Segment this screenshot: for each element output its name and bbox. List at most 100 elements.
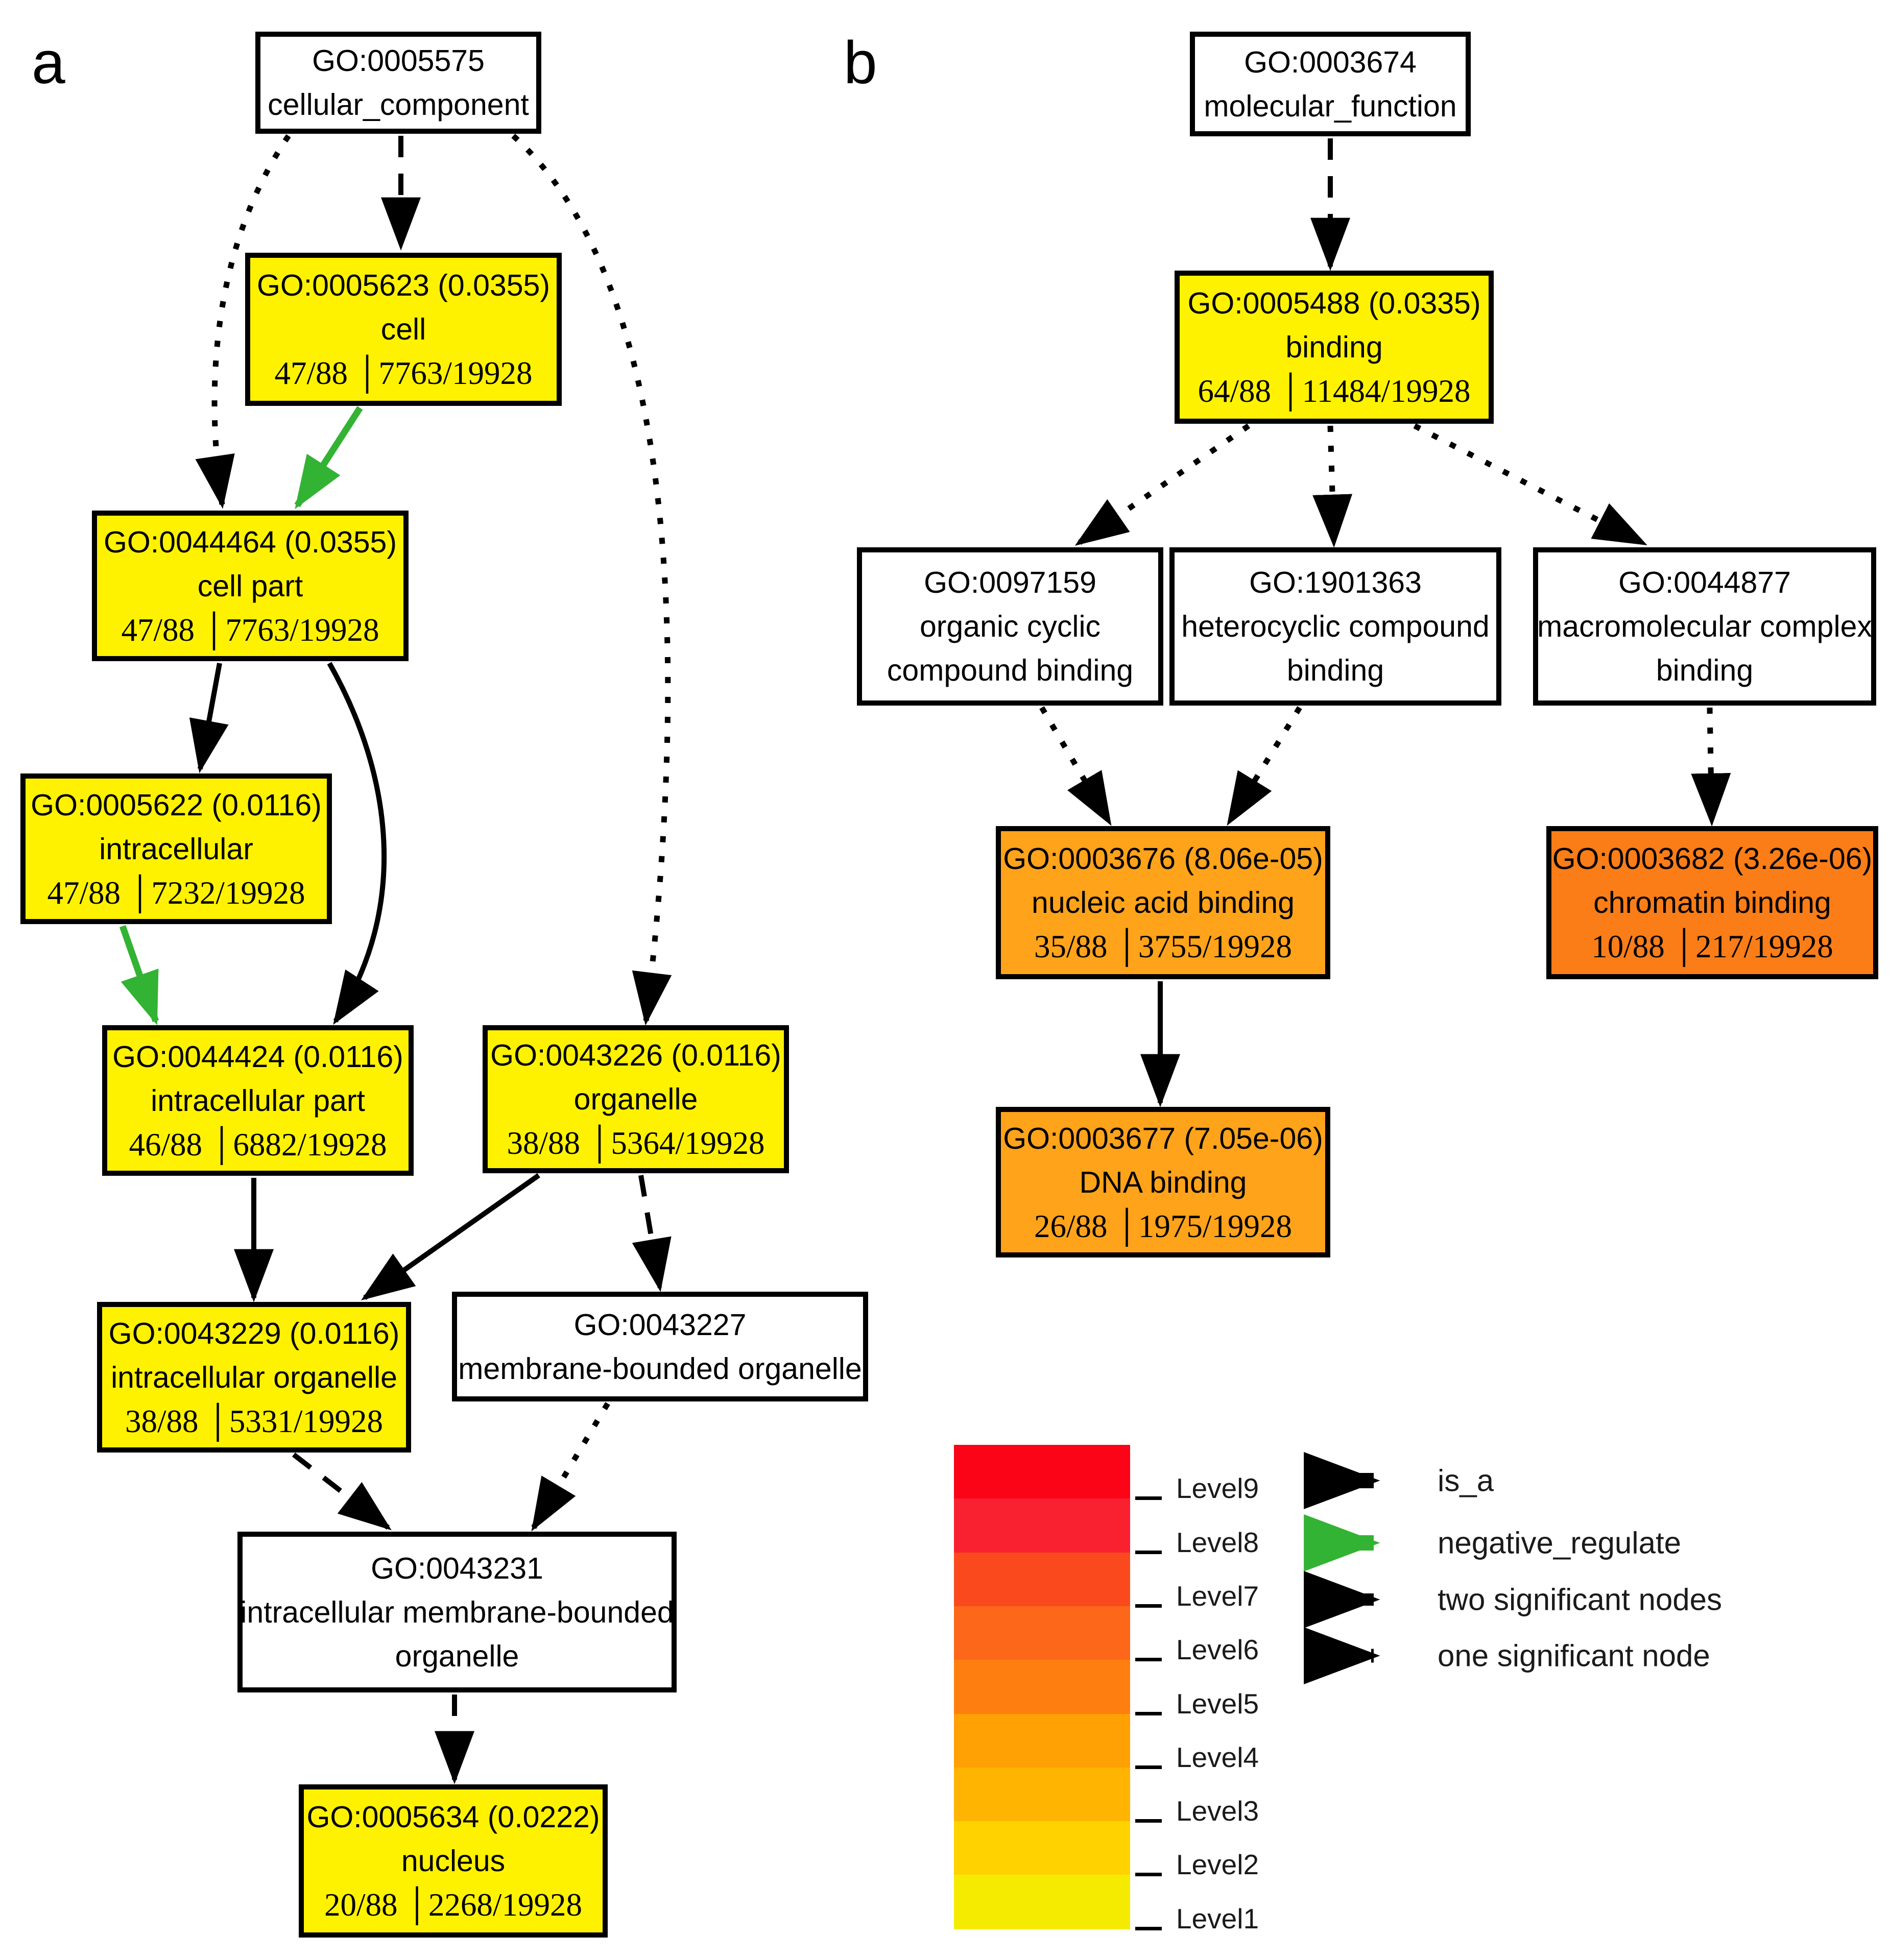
node-go-id: GO:0044877 [1618,566,1791,599]
node-term-name: nucleic acid binding [1032,886,1295,919]
level-color-level1 [954,1875,1130,1929]
node-go-id: GO:0043229 (0.0116) [108,1316,400,1350]
node-go-id: GO:0003682 (3.26e-06) [1552,842,1873,876]
node-go-id: GO:0043226 (0.0116) [490,1038,781,1072]
edge-go-0043227-to-go-0043231-one_significant_node [531,1402,610,1532]
level-label-level2: Level2 [1176,1849,1259,1881]
level-tick [1135,1926,1162,1930]
node-counts: 47/88 │7763/19928 [121,612,379,648]
edge-go-0005488-to-go-0044877-one_significant_node [1413,423,1647,546]
node-term-name: cellular_component [268,88,529,122]
node-go-id: GO:0003674 [1244,45,1417,79]
node-counts: 46/88 │6882/19928 [129,1126,387,1163]
node-go-id: GO:0005623 (0.0355) [256,269,550,302]
node-term-name: cell part [197,569,303,603]
node-go-id: GO:0005575 [312,44,485,78]
node-term-name: membrane-bounded organelle [458,1351,862,1386]
level-tick [1135,1604,1162,1608]
edge-go-0043226-to-go-0043227-two_significant_nodes [632,1175,672,1292]
node-counts: 38/88 │5331/19928 [125,1403,383,1439]
edge-go-0005488-to-go-1901363-one_significant_node [1312,425,1353,548]
node-go-id: GO:0003677 (7.05e-06) [1003,1121,1323,1155]
legend-label-one_significant_node: one significant node [1438,1638,1710,1673]
go-node-go-0043226: GO:0043226 (0.0116) organelle 38/88 │5364/… [483,1025,789,1173]
level-color-level4 [954,1713,1130,1768]
go-node-go-0003682: GO:0003682 (3.26e-06) chromatin binding 10… [1546,826,1878,979]
edge-go-0005488-to-go-0097159-one_significant_node [1074,423,1251,546]
node-go-id: GO:0097159 [924,566,1096,599]
node-term-name: macromolecular complex [1537,610,1872,643]
level-tick [1135,1711,1162,1715]
edge-go-0005622-to-go-0044424-negative_regulate [119,925,159,1026]
node-term-name: organelle [573,1082,698,1116]
go-node-go-0003677: GO:0003677 (7.05e-06) DNA binding 26/88 │1… [996,1107,1330,1257]
level-tick [1135,1658,1162,1662]
node-go-id: GO:0003676 (8.06e-05) [1003,842,1323,876]
level-label-level1: Level1 [1176,1902,1259,1934]
node-go-id: GO:0005634 (0.0222) [306,1800,600,1834]
level-color-level8 [954,1498,1130,1553]
node-term-name: organelle [395,1639,519,1673]
node-counts: 47/88 │7763/19928 [274,355,533,391]
node-counts: 35/88 │3755/19928 [1034,929,1292,964]
level-label-level4: Level4 [1176,1741,1259,1773]
edge-go-0005575-to-go-0043226-one_significant_node [511,133,672,1026]
node-term-name: compound binding [887,654,1134,687]
panel-b-label: b [844,29,877,96]
node-go-id: GO:0005488 (0.0335) [1187,286,1481,320]
node-counts: 38/88 │5364/19928 [507,1125,765,1161]
node-counts: 10/88 │217/19928 [1591,929,1833,964]
level-tick [1135,1550,1162,1554]
go-node-go-0043229: GO:0043229 (0.0116) intracellular organel… [97,1302,411,1453]
go-node-go-0043227: GO:0043227 membrane-bounded organelle [452,1292,868,1401]
level-label-level7: Level7 [1176,1580,1259,1612]
level-tick [1135,1496,1162,1501]
node-term-name: DNA binding [1079,1165,1247,1199]
node-term-name: intracellular [99,832,253,866]
legend-label-is_a: is_a [1438,1463,1494,1498]
level-tick [1135,1765,1162,1769]
node-term-name: binding [1286,654,1384,687]
edge-go-0043226-to-go-0043229-is_a [361,1173,540,1300]
level-label-level5: Level5 [1176,1687,1259,1720]
node-term-name: intracellular organelle [111,1360,397,1394]
level-color-scale [954,1445,1130,1929]
level-label-level3: Level3 [1176,1795,1259,1827]
node-term-name: heterocyclic compound [1181,610,1490,643]
node-term-name: chromatin binding [1593,886,1831,919]
go-node-go-0005634: GO:0005634 (0.0222) nucleus 20/88 │2268/19… [299,1784,608,1938]
node-term-name: nucleus [401,1844,506,1878]
edge-go-0044464-to-go-0044424-is_a [327,662,387,1025]
node-go-id: GO:0044424 (0.0116) [112,1039,403,1074]
edge-go-0044877-to-go-0003682-one_significant_node [1691,707,1731,827]
go-node-go-0005575: GO:0005575 cellular_component [255,32,541,134]
go-node-go-0005623: GO:0005623 (0.0355) cell 47/88 │7763/19928 [245,253,562,406]
level-color-level6 [954,1606,1130,1661]
edge-go-0005623-to-go-0044464-negative_regulate [294,406,363,510]
node-term-name: molecular_function [1204,89,1457,123]
node-go-id: GO:0043227 [573,1308,747,1342]
node-counts: 47/88 │7232/19928 [47,875,305,911]
node-term-name: cell [380,312,426,346]
node-counts: 20/88 │2268/19928 [324,1887,582,1923]
level-label-level6: Level6 [1176,1634,1259,1666]
node-term-name: organic cyclic [919,610,1101,643]
level-tick [1135,1873,1162,1877]
edge-go-1901363-to-go-0003676-one_significant_node [1227,706,1302,826]
go-node-go-0097159: GO:0097159 organic cyclic compound binding [857,547,1163,706]
edge-go-0097159-to-go-0003676-one_significant_node [1039,706,1112,826]
level-color-level7 [954,1552,1130,1607]
level-color-level3 [954,1767,1130,1822]
level-color-level9 [954,1445,1130,1499]
go-node-go-0003676: GO:0003676 (8.06e-05) nucleic acid bindin… [996,826,1330,979]
level-color-level2 [954,1821,1130,1876]
node-term-name: binding [1285,330,1383,364]
node-counts: 26/88 │1975/19928 [1034,1208,1292,1244]
